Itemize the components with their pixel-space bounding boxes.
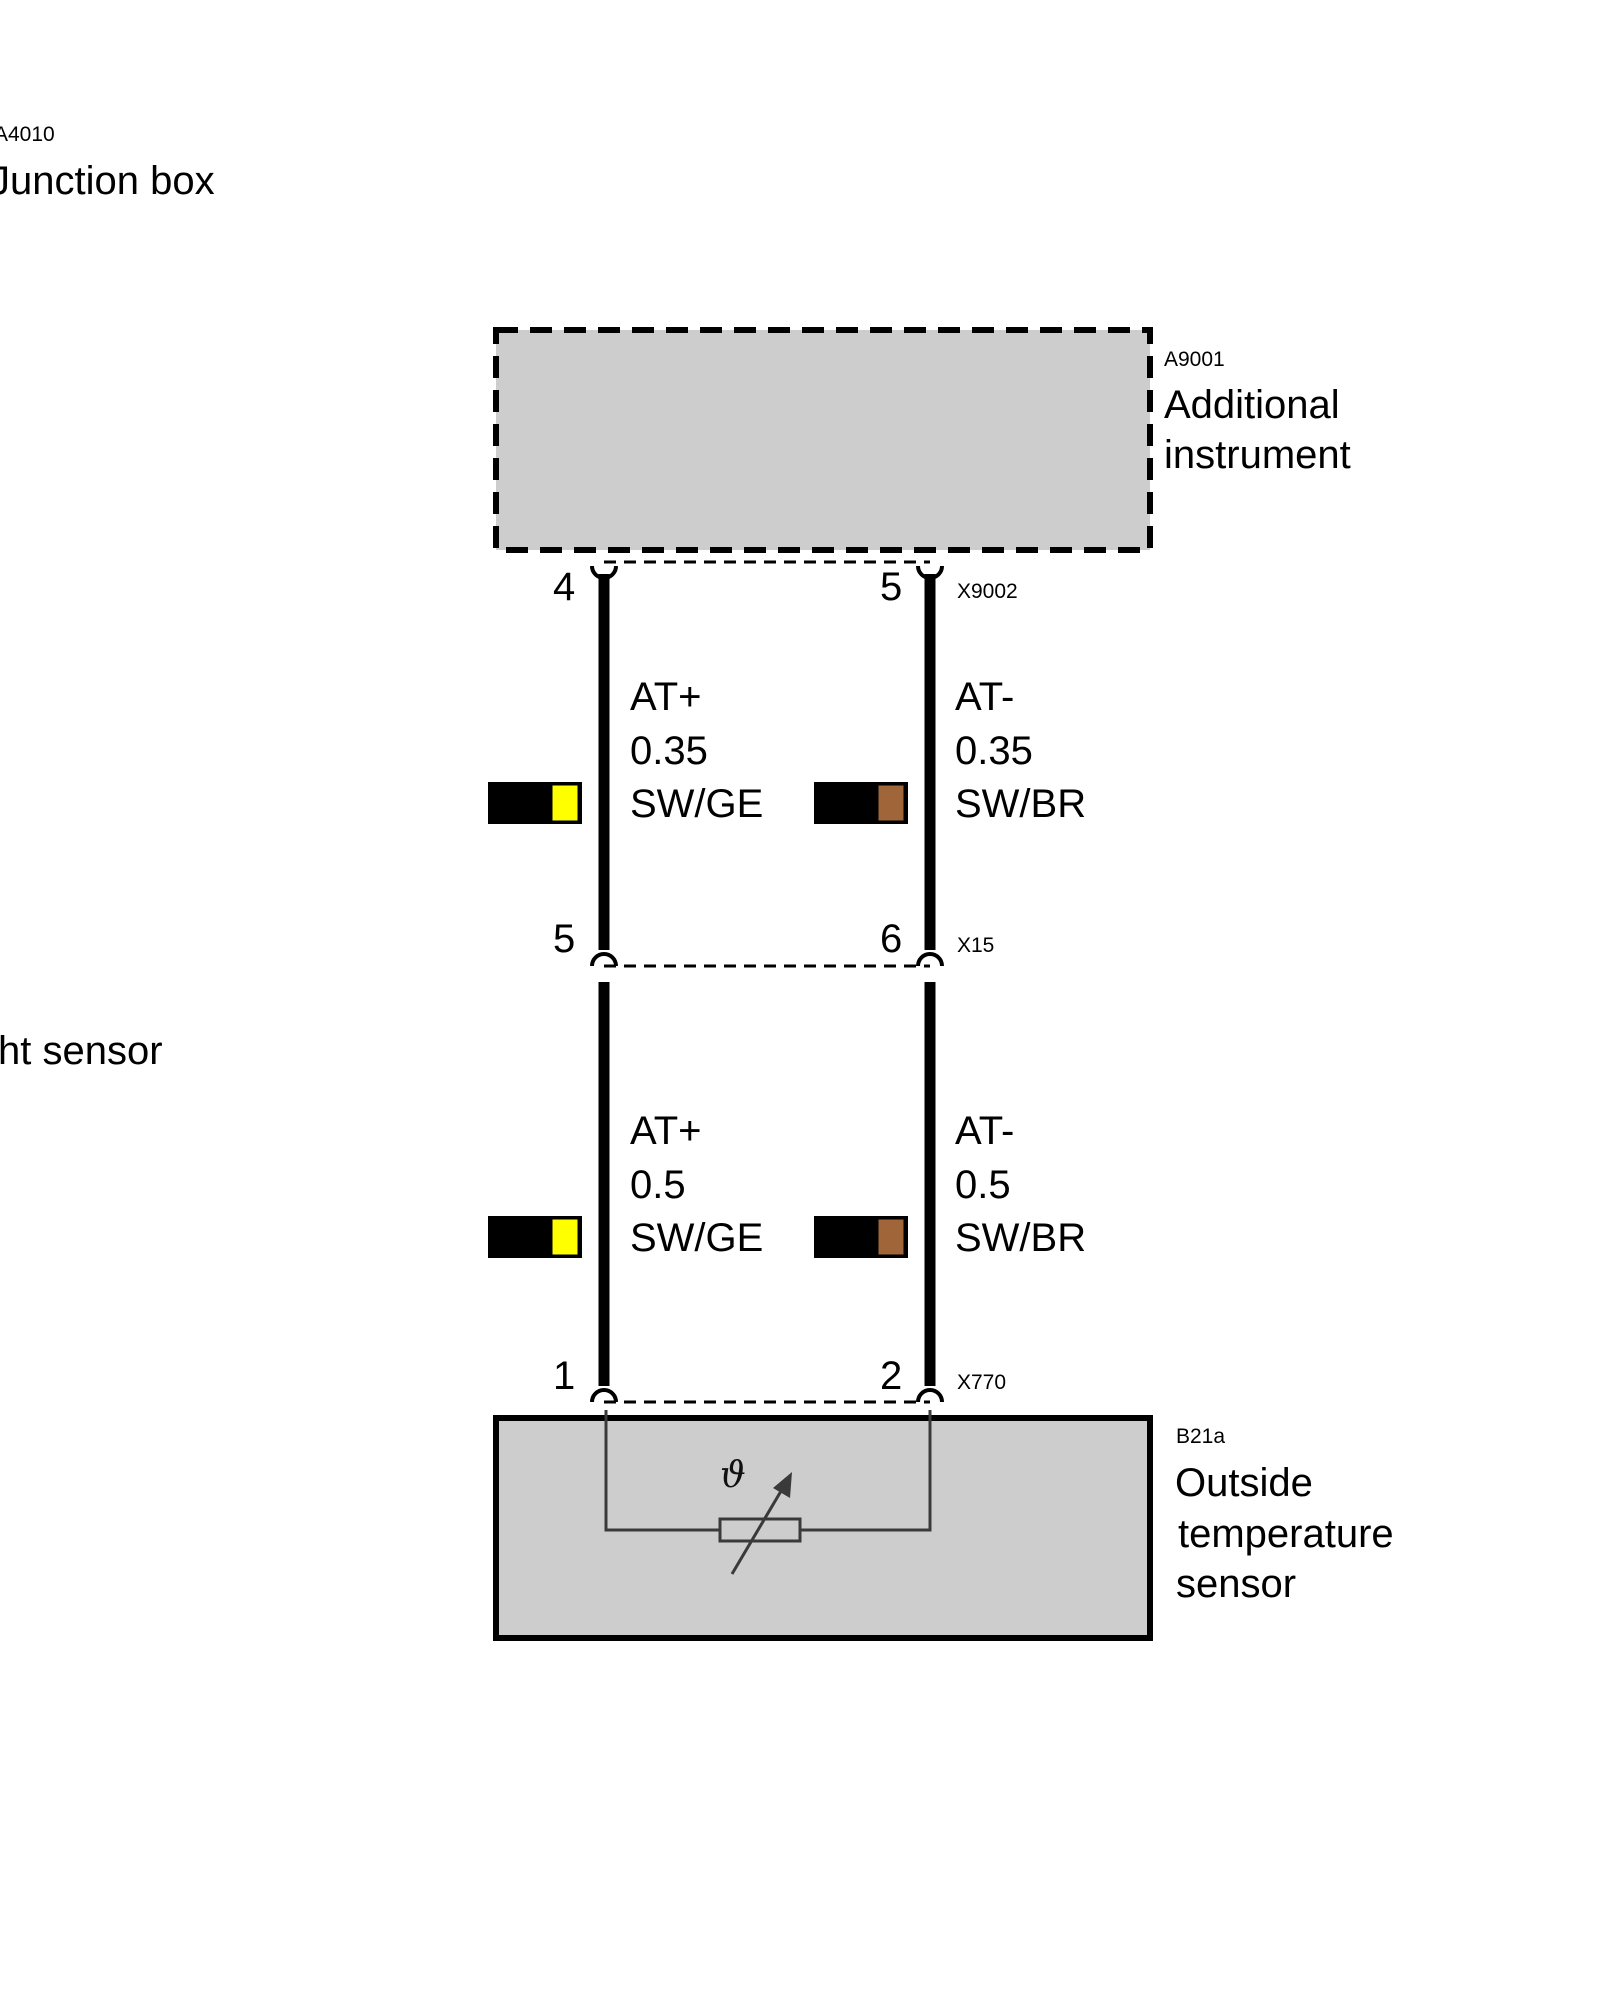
wire-lower-left-color: SW/GE xyxy=(630,1216,763,1260)
additional-instrument-name-1: Additional xyxy=(1164,383,1340,427)
outside-temperature-sensor-id: B21a xyxy=(1176,1425,1225,1448)
additional-instrument-box xyxy=(493,327,1153,553)
x770-pin-left: 1 xyxy=(553,1354,575,1398)
temperature-symbol: ϑ xyxy=(720,1455,746,1496)
wire-upper-right-color: SW/BR xyxy=(955,782,1086,826)
connector-x15: 5 6 X15 xyxy=(553,917,994,968)
wire-lower-right-gauge: 0.5 xyxy=(955,1163,1011,1207)
ntc-thermistor-icon: ϑ xyxy=(604,1410,932,1575)
wire-upper-left-signal: AT+ xyxy=(630,675,702,719)
wire-lower-right-signal: AT- xyxy=(955,1109,1014,1153)
x9002-pin-left: 4 xyxy=(553,565,575,609)
wire-upper-right-gauge: 0.35 xyxy=(955,729,1033,773)
additional-instrument-name-2: instrument xyxy=(1164,433,1351,477)
x770-id: X770 xyxy=(957,1371,1006,1394)
light-sensor-name: ht sensor xyxy=(0,1029,163,1073)
junction-box-id: A4010 xyxy=(0,123,55,146)
x9002-pin-right: 5 xyxy=(880,565,902,609)
x15-pin-right: 6 xyxy=(880,917,902,961)
connector-x9002: 4 5 X9002 xyxy=(553,560,1018,609)
connector-x770: 1 2 X770 xyxy=(553,1354,1006,1404)
x770-pin-right: 2 xyxy=(880,1354,902,1398)
additional-instrument-id: A9001 xyxy=(1164,348,1225,371)
outside-temperature-sensor-name-1: Outside xyxy=(1175,1461,1313,1505)
outside-temperature-sensor-name-3: sensor xyxy=(1176,1562,1296,1606)
wire-lower-left-swatch xyxy=(488,1216,582,1258)
wire-lower-left-gauge: 0.5 xyxy=(630,1163,686,1207)
wire-upper-right-signal: AT- xyxy=(955,675,1014,719)
wire-lower-left-signal: AT+ xyxy=(630,1109,702,1153)
wire-upper-left-gauge: 0.35 xyxy=(630,729,708,773)
x9002-id: X9002 xyxy=(957,580,1018,603)
x15-id: X15 xyxy=(957,934,994,957)
wire-lower-right-swatch xyxy=(814,1216,908,1258)
outside-temperature-sensor-box xyxy=(493,1415,1153,1641)
wire-upper-right-swatch xyxy=(814,782,908,824)
outside-temperature-sensor-name-2: temperature xyxy=(1178,1512,1394,1556)
junction-box-name: Junction box xyxy=(0,159,215,203)
x15-pin-left: 5 xyxy=(553,917,575,961)
wire-upper-left-color: SW/GE xyxy=(630,782,763,826)
wire-lower-right-color: SW/BR xyxy=(955,1216,1086,1260)
wire-upper-left-swatch xyxy=(488,782,582,824)
